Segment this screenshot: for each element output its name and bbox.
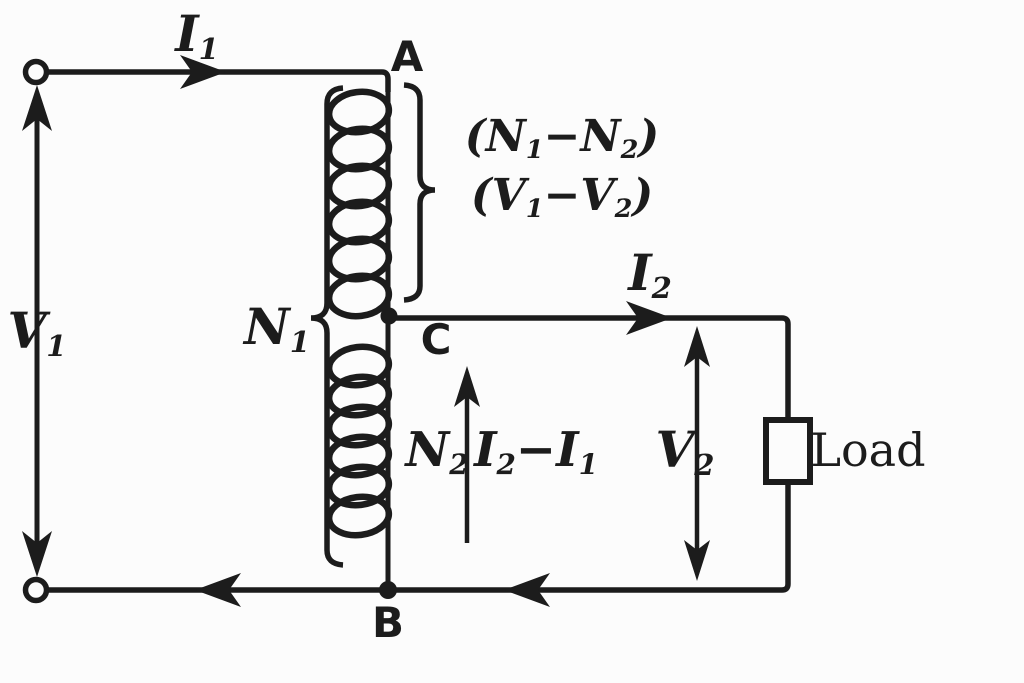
wire-secondary-top [395, 315, 791, 420]
i1-label: I1 [175, 4, 219, 66]
i2-label: I2 [628, 243, 672, 305]
upper-section-brace [403, 82, 436, 303]
turns-difference-label: (N1−N2) [464, 111, 660, 165]
terminal-bottom-left [22, 576, 50, 604]
v1-arrow [22, 85, 52, 577]
return-arrow-left [195, 573, 241, 607]
wire-return-bottom [48, 482, 791, 593]
v2-arrow [684, 326, 710, 581]
node-b-label: B [371, 598, 405, 647]
v1-label: V1 [7, 301, 67, 363]
winding-lower [325, 318, 393, 590]
current-diff-arrow [454, 366, 480, 543]
v2-label: V2 [655, 420, 715, 482]
voltage-difference-label: (V1−V2) [470, 170, 654, 224]
n1-brace [310, 85, 344, 568]
load-label: Load [810, 423, 926, 477]
node-a-label: A [390, 32, 424, 81]
load-box [763, 417, 813, 485]
wire-input-top [48, 69, 391, 92]
node-c-label: C [420, 315, 452, 364]
v1-arrow-head-down [22, 531, 52, 577]
winding-upper [325, 88, 393, 320]
i2-arrow [626, 301, 672, 335]
current-diff-arrow-head [454, 366, 480, 407]
n1-label: N1 [244, 297, 310, 359]
current-difference-label: I2−I1 [474, 422, 598, 481]
n2-label: N2 [405, 422, 469, 481]
junction-dot-b [379, 581, 397, 599]
terminal-top-left [22, 58, 50, 86]
v2-arrow-head-up [684, 326, 710, 367]
tap-dot-c [380, 307, 398, 325]
return-arrow-right [504, 573, 550, 607]
v1-arrow-head-up [22, 85, 52, 131]
i1-arrow [180, 55, 226, 89]
v2-arrow-head-down [684, 540, 710, 581]
